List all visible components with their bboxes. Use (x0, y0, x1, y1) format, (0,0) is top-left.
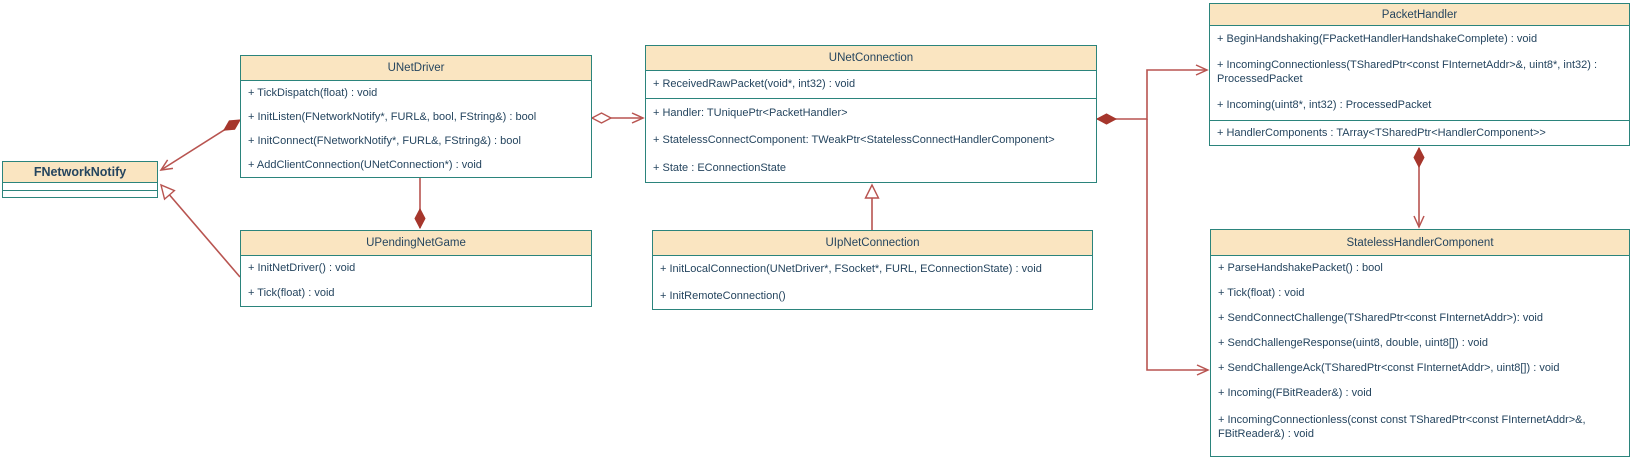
class-title: UPendingNetGame (241, 231, 591, 256)
method: + InitConnect(FNetworkNotify*, FURL&, FS… (248, 134, 521, 147)
attribute: + HandlerComponents : TArray<TSharedPtr<… (1217, 126, 1546, 139)
class-title: UIpNetConnection (653, 231, 1092, 256)
method: + Incoming(FBitReader&) : void (1218, 387, 1372, 400)
attributes-compartment: + Handler: TUniquePtr<PacketHandler> + S… (646, 98, 1096, 182)
method: + AddClientConnection(UNetConnection*) :… (248, 158, 482, 171)
methods-compartment: + ReceivedRawPacket(void*, int32) : void (646, 71, 1096, 98)
attribute: + StatelessConnectComponent: TWeakPtr<St… (653, 134, 1055, 147)
method: + IncomingConnectionless(const const TSh… (1218, 413, 1586, 440)
class-title: StatelessHandlerComponent (1211, 230, 1629, 256)
class-unetconnection[interactable]: UNetConnection + ReceivedRawPacket(void*… (645, 45, 1097, 183)
relation-unetconnection-packethandler[interactable] (1097, 70, 1207, 119)
class-title: UNetConnection (646, 46, 1096, 71)
methods-compartment: + InitNetDriver() : void + Tick(float) :… (241, 256, 591, 306)
method: + ParseHandshakePacket() : bool (1218, 262, 1383, 275)
method: + SendChallengeResponse(uint8, double, u… (1218, 337, 1488, 350)
method: + Tick(float) : void (248, 287, 335, 300)
class-unetdriver[interactable]: UNetDriver + TickDispatch(float) : void … (240, 55, 592, 178)
method: + IncomingConnectionless(TSharedPtr<cons… (1217, 58, 1598, 85)
method: + ReceivedRawPacket(void*, int32) : void (653, 78, 856, 91)
method: + Incoming(uint8*, int32) : ProcessedPac… (1217, 98, 1432, 111)
class-statelesshandlercomponent[interactable]: StatelessHandlerComponent + ParseHandsha… (1210, 229, 1630, 457)
method: + InitListen(FNetworkNotify*, FURL&, boo… (248, 110, 537, 123)
method: + TickDispatch(float) : void (248, 86, 378, 99)
methods-compartment: + InitLocalConnection(UNetDriver*, FSock… (653, 256, 1092, 309)
class-title: PacketHandler (1210, 4, 1629, 26)
class-title: FNetworkNotify (3, 162, 157, 183)
method: + Tick(float) : void (1218, 287, 1305, 300)
attributes-compartment: + HandlerComponents : TArray<TSharedPtr<… (1210, 120, 1629, 145)
methods-compartment: + BeginHandshaking(FPacketHandlerHandsha… (1210, 26, 1629, 120)
method: + SendChallengeAck(TSharedPtr<const FInt… (1218, 362, 1560, 375)
relation-unetconnection-statelesshandlercomponent[interactable] (1146, 119, 1210, 376)
method: + BeginHandshaking(FPacketHandlerHandsha… (1217, 32, 1538, 45)
method: + InitLocalConnection(UNetDriver*, FSock… (660, 263, 1042, 276)
methods-compartment: + ParseHandshakePacket() : bool + Tick(f… (1211, 256, 1629, 456)
empty-methods-compartment (3, 189, 157, 198)
class-fnetworknotify[interactable]: FNetworkNotify (2, 161, 158, 198)
relation-unetdriver-fnetworknotify[interactable] (161, 119, 240, 170)
class-uipnetconnection[interactable]: UIpNetConnection + InitLocalConnection(U… (652, 230, 1093, 310)
method: + InitRemoteConnection() (660, 289, 786, 302)
attribute: + State : EConnectionState (653, 162, 787, 175)
class-packethandler[interactable]: PacketHandler + BeginHandshaking(FPacket… (1209, 3, 1630, 146)
method: + InitNetDriver() : void (248, 262, 356, 275)
attribute: + Handler: TUniquePtr<PacketHandler> (653, 106, 848, 119)
class-title: UNetDriver (241, 56, 591, 81)
relation-upendingnetgame-fnetworknotify[interactable] (161, 185, 241, 278)
methods-compartment: + TickDispatch(float) : void + InitListe… (241, 81, 591, 177)
class-upendingnetgame[interactable]: UPendingNetGame + InitNetDriver() : void… (240, 230, 592, 307)
method: + SendConnectChallenge(TSharedPtr<const … (1218, 312, 1543, 325)
